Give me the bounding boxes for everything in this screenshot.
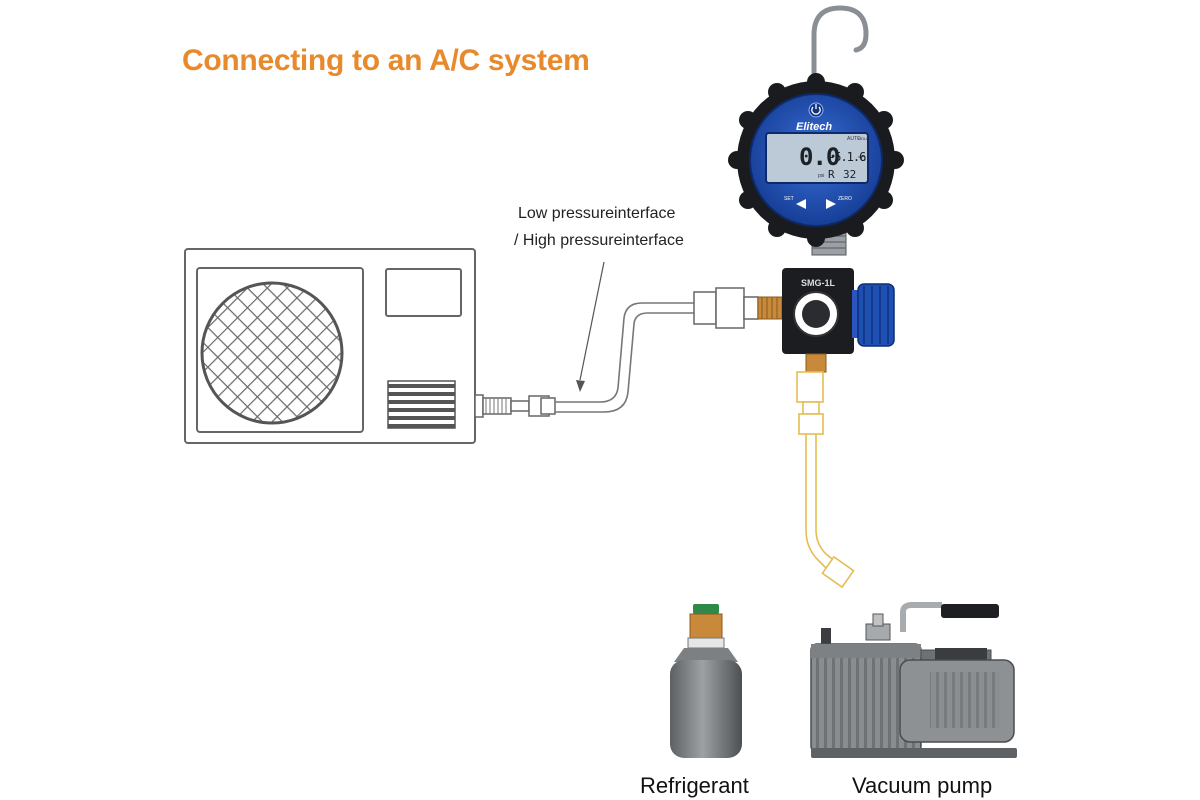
diagram-title: Connecting to an A/C system: [182, 44, 590, 77]
set-button[interactable]: [796, 199, 806, 209]
vacuum-pump-label: Vacuum pump: [852, 773, 993, 798]
manifold-block: SMG-1L: [782, 224, 895, 373]
lcd-auto-label: AUTO: [847, 136, 861, 142]
ac-outdoor-unit: [184, 248, 556, 444]
callout-line-2: / High pressureinterface: [514, 232, 684, 249]
lcd-ref-label: R: [828, 168, 835, 181]
lcd-hold-label: HOLD: [858, 136, 869, 141]
power-button: [808, 102, 824, 118]
lcd-screen: [765, 132, 869, 184]
service-hose: [555, 302, 694, 413]
zero-label: ZERO: [838, 196, 852, 202]
yellow-hose: [796, 371, 855, 589]
lcd-main-reading: 0.0: [799, 143, 840, 171]
hanging-hook: [811, 5, 869, 95]
zero-button[interactable]: [826, 199, 836, 209]
brand-logo: Elitech: [796, 121, 832, 133]
power-icon: [811, 104, 821, 115]
manifold-model-label: SMG-1L: [801, 278, 836, 288]
vacuum-pump: [810, 602, 1017, 758]
vent-grille: [387, 380, 456, 429]
callout-arrow: [576, 261, 605, 392]
set-label: SET: [784, 196, 794, 202]
fan-grille: [200, 281, 344, 425]
lcd-unit-label: psi: [818, 173, 824, 179]
lcd-ref-value: 32: [843, 168, 856, 181]
hose-coupler: [693, 287, 783, 329]
refrigerant-can: [670, 604, 742, 758]
valve-knob: [857, 283, 895, 347]
digital-pressure-gauge: Elitech AUTO HOLD 0.0 -5.1.6 °C R 32 psi…: [728, 5, 904, 247]
callout-line-1: Low pressureinterface: [518, 205, 676, 222]
lcd-temp-unit: °C: [858, 155, 866, 163]
pump-handle: [941, 604, 999, 618]
refrigerant-label: Refrigerant: [640, 773, 749, 798]
lcd-temp-reading: -5.1.6: [828, 150, 866, 164]
